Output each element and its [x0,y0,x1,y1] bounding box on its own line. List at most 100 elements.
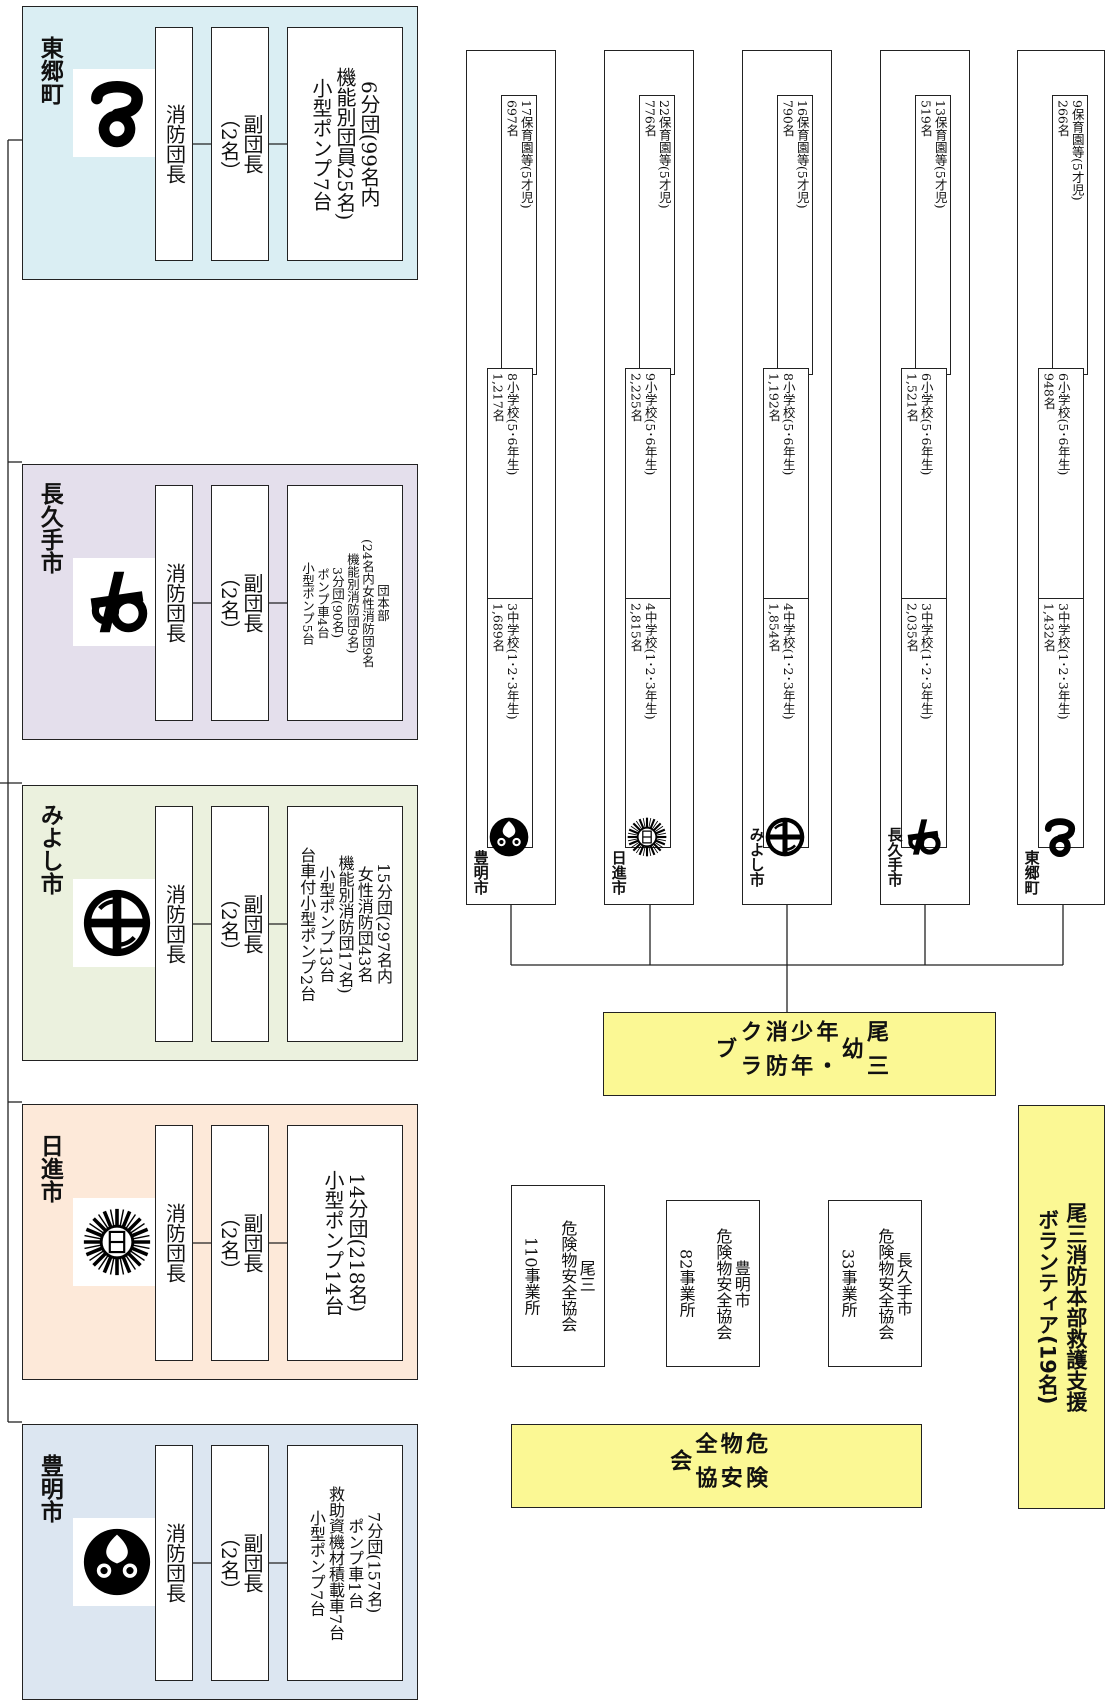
youth-junior-high-count: 1,854名 [766,603,782,652]
brigade-vice-box: 副団長（2名） [211,806,269,1042]
brigade-vice-label: 副団長 [240,1532,264,1593]
youth-nursery-label: 17保育園等(5才児) [518,100,534,209]
brigade-vice-box: 副団長（2名） [211,1125,269,1361]
hazmat-assoc-name: 危険物安全協会 [713,1227,733,1340]
youth-nursery-count: 519名 [918,100,934,137]
brigade-title: 豊明市 [36,1453,63,1523]
brigade-details-box: 14分団(218名)小型ポンプ14台 [287,1125,403,1361]
youth-club-title-box: 尾三幼年・少年消防クラブ [603,1012,996,1096]
brigade-detail-line: 小型ポンプ14台 [321,1170,345,1316]
brigade-detail-line: 女性消防団43名 [354,865,374,983]
brigade-vice-box: 副団長（2名） [211,1445,269,1681]
youth-elementary-label: 6小学校(5･6年生) [1055,373,1071,476]
youth-city-emblem-icon [623,813,671,861]
youth-nursery-box: 16保育園等(5才児)790名 [777,95,813,375]
brigade-detail-line: 台車付小型ポンプ2台 [297,846,317,1002]
brigade-title: 長久手市 [36,482,63,574]
brigade-chief-label: 消防団長 [162,884,187,964]
fire-brigade-panel-nisshin: 日進市 消防団長副団長（2名）14分団(218名)小型ポンプ14台 [22,1104,418,1380]
youth-junior-high-count: 2,035名 [904,603,920,652]
brigade-detail-line: ポンプ車1台 [345,1517,365,1609]
togo-emblem-icon [73,69,161,157]
brigade-detail-line: 小型ポンプ7台 [306,1509,326,1617]
youth-junior-high-count: 1,432名 [1041,603,1057,652]
toyoake-emblem-icon [73,1518,161,1606]
nisshin-emblem-icon [73,1198,161,1286]
nagakute-emblem-icon [73,558,161,646]
youth-elementary-label: 8小学校(5･6年生) [780,373,796,476]
youth-junior-high-box: 3中学校(1･2･3年生)2,035名 [901,598,947,848]
hazmat-assoc-name: 危険物安全協会 [558,1220,578,1332]
brigade-vice-label: 副団長 [240,1212,264,1273]
youth-elementary-count: 948名 [1041,373,1057,410]
hazmat-assoc-toyoake: 豊明市 危険物安全協会 82事業所 [666,1200,760,1367]
youth-elementary-box: 8小学校(5･6年生)1,217名 [487,368,533,618]
connector-lines [0,139,1064,1423]
fire-brigade-panel-togo: 東郷町 消防団長副団長（2名）6分団(99名内機能別団員25名)小型ポンプ7台 [22,6,418,280]
brigade-title: 日進市 [36,1133,63,1203]
brigade-detail-line: 6分団(99名内 [357,81,381,207]
brigade-chief-box: 消防団長 [155,1445,193,1681]
hazmat-assoc-count: 110事業所 [521,1236,541,1316]
youth-nursery-label: 13保育園等(5才児) [932,100,948,209]
brigade-vice-count: （2名） [217,1206,241,1280]
brigade-detail-line: 機能別団員25名) [333,67,357,221]
hazmat-assoc-name: 尾三 [576,1260,596,1292]
youth-nursery-box: 17保育園等(5才児)697名 [501,95,537,375]
youth-junior-high-count: 2,815名 [628,603,644,652]
brigade-detail-line: 15分団(297名内 [373,863,393,985]
brigade-detail-line: (24名内女性消防団9名 [360,538,375,668]
brigade-detail-line: 3分団(90名) [330,567,345,639]
youth-elementary-label: 9小学校(5･6年生) [642,373,658,476]
youth-elementary-count: 1,217名 [490,373,506,422]
hazmat-assoc-count: 33事業所 [838,1249,858,1318]
youth-elementary-box: 8小学校(5･6年生)1,192名 [763,368,809,618]
youth-elementary-box: 9小学校(5･6年生)2,225名 [625,368,671,618]
youth-nursery-label: 22保育園等(5才児) [656,100,672,209]
youth-city-name: みよし市 [747,827,766,887]
youth-city-emblem-icon [485,813,533,861]
hazmat-title: 危険物安全協会 [666,1432,768,1500]
brigade-details-box: 6分団(99名内機能別団員25名)小型ポンプ7台 [287,27,403,261]
brigade-vice-count: （2名） [217,887,241,961]
brigade-vice-count: （2名） [217,1526,241,1600]
brigade-title: みよし市 [36,803,63,895]
brigade-detail-line: 救助資機材積載車7台 [326,1485,345,1641]
brigade-detail-line: 機能別消防団9名) [345,552,360,654]
brigade-chief-box: 消防団長 [155,1125,193,1361]
hazmat-assoc-bisan: 尾三 危険物安全協会 110事業所 [511,1185,605,1367]
brigade-detail-line: 団本部 [375,584,390,622]
youth-nursery-box: 13保育園等(5才児)519名 [915,95,951,375]
brigade-chief-label: 消防団長 [162,1203,187,1283]
brigade-details-box: 7分団(157名)ポンプ車1台救助資機材積載車7台小型ポンプ7台 [287,1445,403,1681]
youth-city-name: 日進市 [609,849,628,895]
volunteer-box: 尾三消防本部救護支援 ボランティア(19名) [1018,1105,1105,1509]
brigade-chief-label: 消防団長 [162,104,187,184]
brigade-chief-label: 消防団長 [162,563,187,643]
brigade-vice-count: （2名） [217,107,241,181]
volunteer-title-line2: ボランティア(19名) [1035,1209,1060,1405]
brigade-detail-line: 小型ポンプ13台 [316,865,336,983]
brigade-detail-line: ポンプ車4台 [315,567,330,639]
fire-brigade-panel-miyoshi: みよし市 消防団長副団長（2名）15分団(297名内女性消防団43名機能別消防団… [22,785,418,1061]
youth-junior-high-label: 4中学校(1･2･3年生) [780,603,796,720]
brigade-vice-box: 副団長（2名） [211,27,269,261]
fire-brigade-panel-toyoake: 豊明市 消防団長副団長（2名）7分団(157名)ポンプ車1台救助資機材積載車7台… [22,1424,418,1700]
hazmat-assoc-nagakute: 長久手市 危険物安全協会 33事業所 [828,1200,922,1367]
youth-nursery-count: 697名 [504,100,520,137]
hazmat-assoc-name: 豊明市 [731,1259,751,1308]
brigade-chief-box: 消防団長 [155,806,193,1042]
youth-nursery-box: 22保育園等(5才児)776名 [639,95,675,375]
youth-junior-high-box: 3中学校(1･2･3年生)1,432名 [1038,598,1084,848]
youth-city-name: 長久手市 [885,827,904,887]
hazmat-assoc-count: 82事業所 [676,1249,696,1318]
youth-elementary-count: 1,192名 [766,373,782,422]
youth-elementary-count: 2,225名 [628,373,644,422]
brigade-vice-label: 副団長 [240,113,264,174]
brigade-detail-line: 14分団(218名) [345,1173,369,1313]
youth-city-emblem-icon [1036,813,1084,861]
